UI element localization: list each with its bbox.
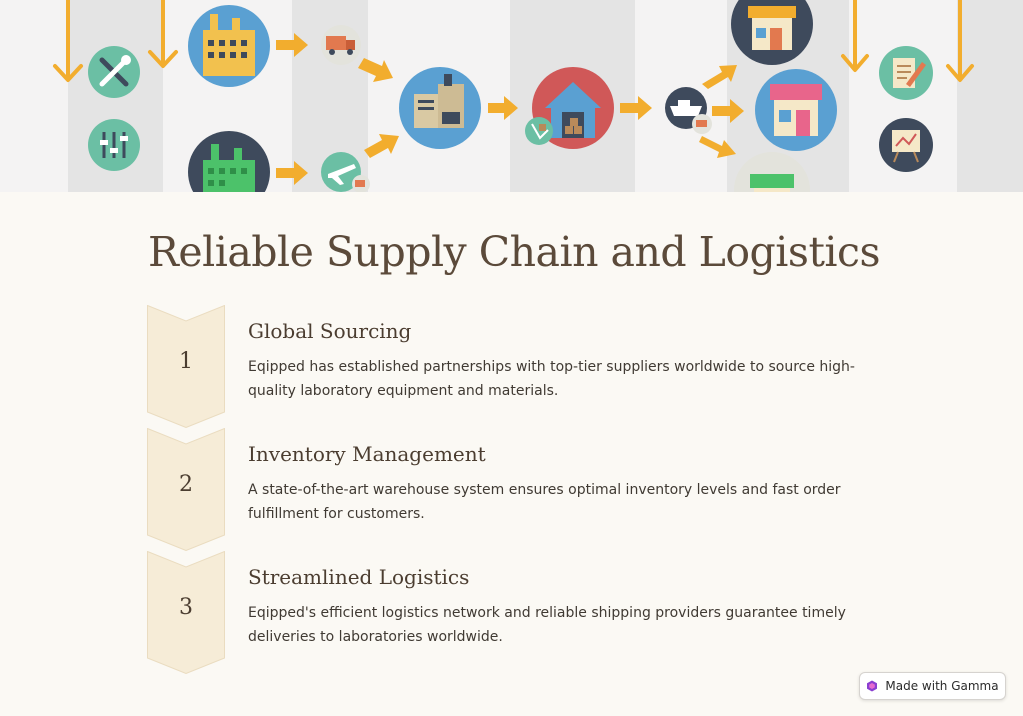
store-icon xyxy=(734,152,810,192)
badge-label: Made with Gamma xyxy=(885,679,999,693)
store-icon xyxy=(755,69,837,151)
step-streamlined-logistics: 3 Streamlined Logistics Eqipped's effici… xyxy=(147,551,887,674)
step-global-sourcing: 1 Global Sourcing Eqipped has establishe… xyxy=(147,305,887,428)
process-steps: 1 Global Sourcing Eqipped has establishe… xyxy=(147,305,887,674)
made-with-gamma-button[interactable]: Made with Gamma xyxy=(859,672,1006,700)
page-title: Reliable Supply Chain and Logistics xyxy=(148,228,881,276)
store-icon xyxy=(731,0,813,65)
step-number: 1 xyxy=(179,349,193,374)
supply-chain-illustration xyxy=(0,0,1023,192)
step-description: A state-of-the-art warehouse system ensu… xyxy=(248,482,841,522)
step-title: Inventory Management xyxy=(248,442,486,466)
gamma-logo-icon xyxy=(866,680,878,692)
factory-icon xyxy=(188,131,270,192)
presentation-icon xyxy=(879,118,933,172)
chevron-marker xyxy=(147,551,225,674)
equalizer-icon xyxy=(88,119,140,171)
chevron-marker xyxy=(147,428,225,551)
chevron-marker xyxy=(147,305,225,428)
step-inventory-management: 2 Inventory Management A state-of-the-ar… xyxy=(147,428,887,551)
step-description: Eqipped's efficient logistics network an… xyxy=(248,605,846,645)
factory-icon xyxy=(188,5,270,87)
step-title: Streamlined Logistics xyxy=(248,565,470,589)
step-description: Eqipped has established partnerships wit… xyxy=(248,359,855,399)
warehouse-icon xyxy=(525,67,614,149)
plane-icon xyxy=(321,152,370,192)
step-number: 2 xyxy=(179,472,193,497)
document-icon xyxy=(879,46,933,100)
step-number: 3 xyxy=(179,595,193,620)
tools-icon xyxy=(88,46,140,98)
distribution-center-icon xyxy=(399,67,481,149)
truck-icon xyxy=(321,25,361,65)
ship-icon xyxy=(665,87,712,134)
step-title: Global Sourcing xyxy=(248,319,412,343)
